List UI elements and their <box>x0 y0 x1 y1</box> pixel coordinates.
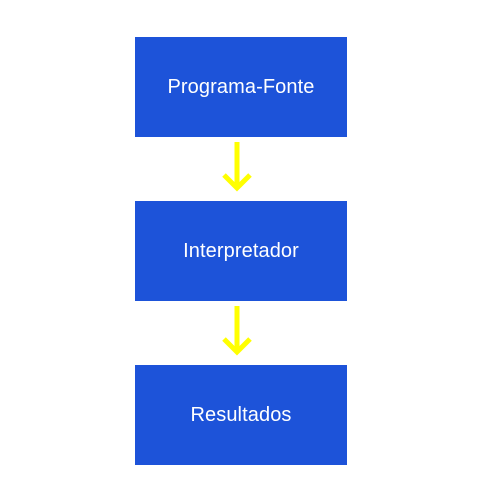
node-resultados: Resultados <box>135 365 347 465</box>
arrow-down-icon <box>222 142 252 192</box>
node-label: Resultados <box>190 403 292 426</box>
node-programa-fonte: Programa-Fonte <box>135 37 347 137</box>
node-label: Interpretador <box>183 239 299 262</box>
node-label: Programa-Fonte <box>167 75 315 98</box>
arrow-down-icon <box>222 306 252 356</box>
node-interpretador: Interpretador <box>135 201 347 301</box>
